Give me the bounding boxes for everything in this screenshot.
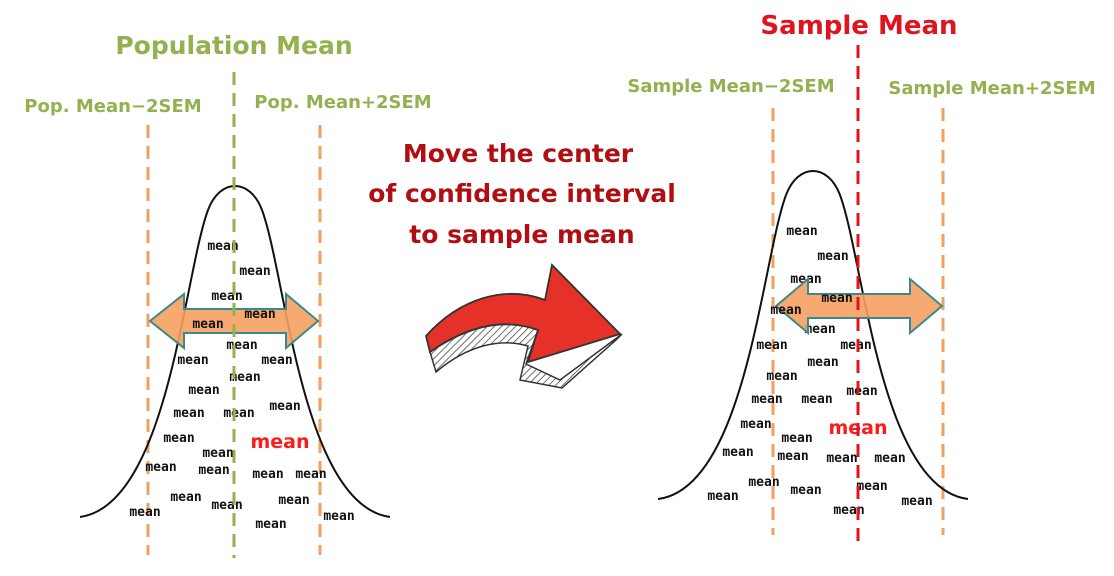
mean-word: mean (170, 490, 201, 505)
mean-word: mean (202, 446, 233, 461)
mean-word: mean (826, 451, 857, 466)
mean-word: mean (856, 479, 887, 494)
pop-upper-bound-label: Pop. Mean+2SEM (254, 92, 431, 113)
mean-word: mean (821, 291, 852, 306)
population-mean-title: Population Mean (115, 31, 352, 60)
mean-word: mean (801, 392, 832, 407)
mean-word: mean (244, 307, 275, 322)
mean-word: mean (833, 503, 864, 518)
curved-right-arrow-icon (425, 263, 623, 389)
mean-word: mean (846, 384, 877, 399)
mean-word: mean (781, 431, 812, 446)
mean-word: mean (777, 449, 808, 464)
mean-word: mean (751, 392, 782, 407)
mean-word: mean (770, 303, 801, 318)
mean-word: mean (807, 355, 838, 370)
mean-word: mean (901, 494, 932, 509)
mean-word: mean (255, 517, 286, 532)
mean-word: mean (223, 406, 254, 421)
mean-word: mean (295, 467, 326, 482)
left-highlight-mean: mean (250, 431, 309, 453)
mean-word: mean (278, 493, 309, 508)
mean-word: mean (211, 289, 242, 304)
mean-word: mean (192, 317, 223, 332)
mean-word: mean (766, 369, 797, 384)
sample-mean-title: Sample Mean (760, 11, 957, 41)
mean-word: mean (261, 353, 292, 368)
mean-word: mean (804, 322, 835, 337)
mean-word: mean (173, 406, 204, 421)
mean-word: mean (177, 353, 208, 368)
mean-word: mean (786, 224, 817, 239)
mean-word: mean (874, 451, 905, 466)
mean-word: mean (226, 338, 257, 353)
mean-word: mean (252, 467, 283, 482)
mean-word: mean (239, 264, 270, 279)
sample-lower-bound-label: Sample Mean−2SEM (627, 76, 834, 97)
mean-word: mean (145, 460, 176, 475)
mean-word: mean (840, 338, 871, 353)
mean-word: mean (323, 509, 354, 524)
right-panel: Sample Mean Sample Mean−2SEM Sample Mean… (627, 11, 1096, 545)
mean-word: mean (707, 489, 738, 504)
mean-word: mean (817, 249, 848, 264)
mean-word: mean (269, 399, 300, 414)
mean-word: mean (756, 338, 787, 353)
middle-panel: Move the center of confidence interval t… (368, 139, 676, 389)
right-bell-curve (657, 170, 969, 500)
pop-interval-double-arrow (148, 291, 320, 351)
pop-lower-bound-label: Pop. Mean−2SEM (24, 96, 201, 117)
mean-word: mean (722, 445, 753, 460)
mean-word: mean (748, 475, 779, 490)
mean-word: mean (129, 505, 160, 520)
mean-word: mean (198, 463, 229, 478)
mean-word: mean (207, 239, 238, 254)
mean-word: mean (188, 383, 219, 398)
caption-line-1: Move the center (403, 139, 634, 168)
mean-word: mean (740, 417, 771, 432)
caption-line-2: of confidence interval (368, 179, 676, 208)
mean-word: mean (229, 370, 260, 385)
mean-word: mean (163, 431, 194, 446)
sample-upper-bound-label: Sample Mean+2SEM (888, 78, 1095, 99)
caption-line-3: to sample mean (409, 220, 634, 249)
left-panel: Population Mean Pop. Mean−2SEM Pop. Mean… (24, 31, 432, 558)
mean-word: mean (790, 483, 821, 498)
mean-word: mean (211, 498, 242, 513)
